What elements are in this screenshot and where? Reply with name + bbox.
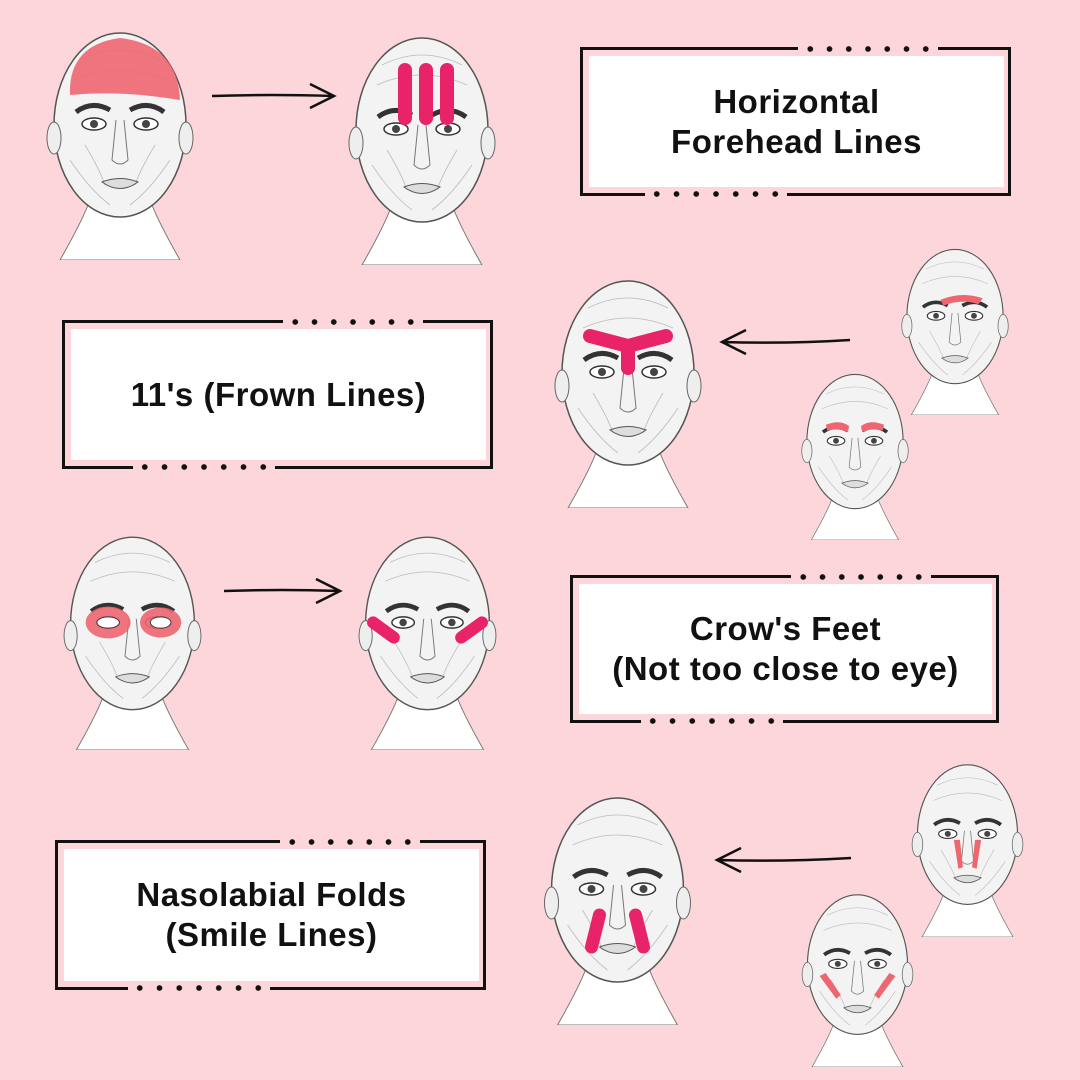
face-frown-muscle-front [795,365,915,540]
corrugator-highlight [940,295,983,306]
zygomaticus-highlight [819,972,896,999]
face-nasolabial-muscle-lower [795,885,920,1067]
title-line: Nasolabial Folds [136,876,407,913]
arrow-right-icon [223,577,343,605]
face-crows-feet-muscle [55,525,210,750]
face-crows-feet-tape [350,525,505,750]
tape-strips [367,616,488,644]
arrow-left-icon [719,328,851,356]
title-box-crows-feet: Crow's Feet (Not too close to eye) [570,571,999,727]
levator-highlight [953,839,982,869]
face-nasolabial-tape [535,785,700,1025]
dots-decoration [283,316,423,328]
arrow-right-icon [211,82,337,110]
dots-decoration [128,982,270,994]
dots-decoration [645,188,787,200]
dots-decoration [133,461,275,473]
dots-decoration [641,715,783,727]
face-nasolabial-muscle-upper [905,755,1030,937]
title-line: 11's (Frown Lines) [130,375,427,413]
tape-strips [398,63,454,125]
title-line: Forehead Lines [671,122,922,160]
face-frown-muscle-side [895,240,1015,415]
face-frown-tape [548,268,708,508]
frontalis-muscle-highlight [69,38,180,100]
face-forehead-tape [342,25,502,265]
title-box-frown-lines: 11's (Frown Lines) [62,316,493,473]
tape-t-shape [583,329,673,375]
title-line: Horizontal [713,82,880,120]
arrow-left-icon [714,846,852,874]
title-box-nasolabial-folds: Nasolabial Folds (Smile Lines) [55,836,486,994]
title-line: (Not too close to eye) [612,650,959,687]
title-box-forehead-lines: Horizontal Forehead Lines [580,43,1011,200]
dots-decoration [798,43,938,55]
tape-strips [585,908,650,954]
face-forehead-muscle [40,20,200,260]
procerus-highlight [825,422,885,433]
dots-decoration [280,836,420,848]
title-line: (Smile Lines) [165,916,378,953]
title-line: Crow's Feet [689,610,882,647]
dots-decoration [791,571,931,583]
